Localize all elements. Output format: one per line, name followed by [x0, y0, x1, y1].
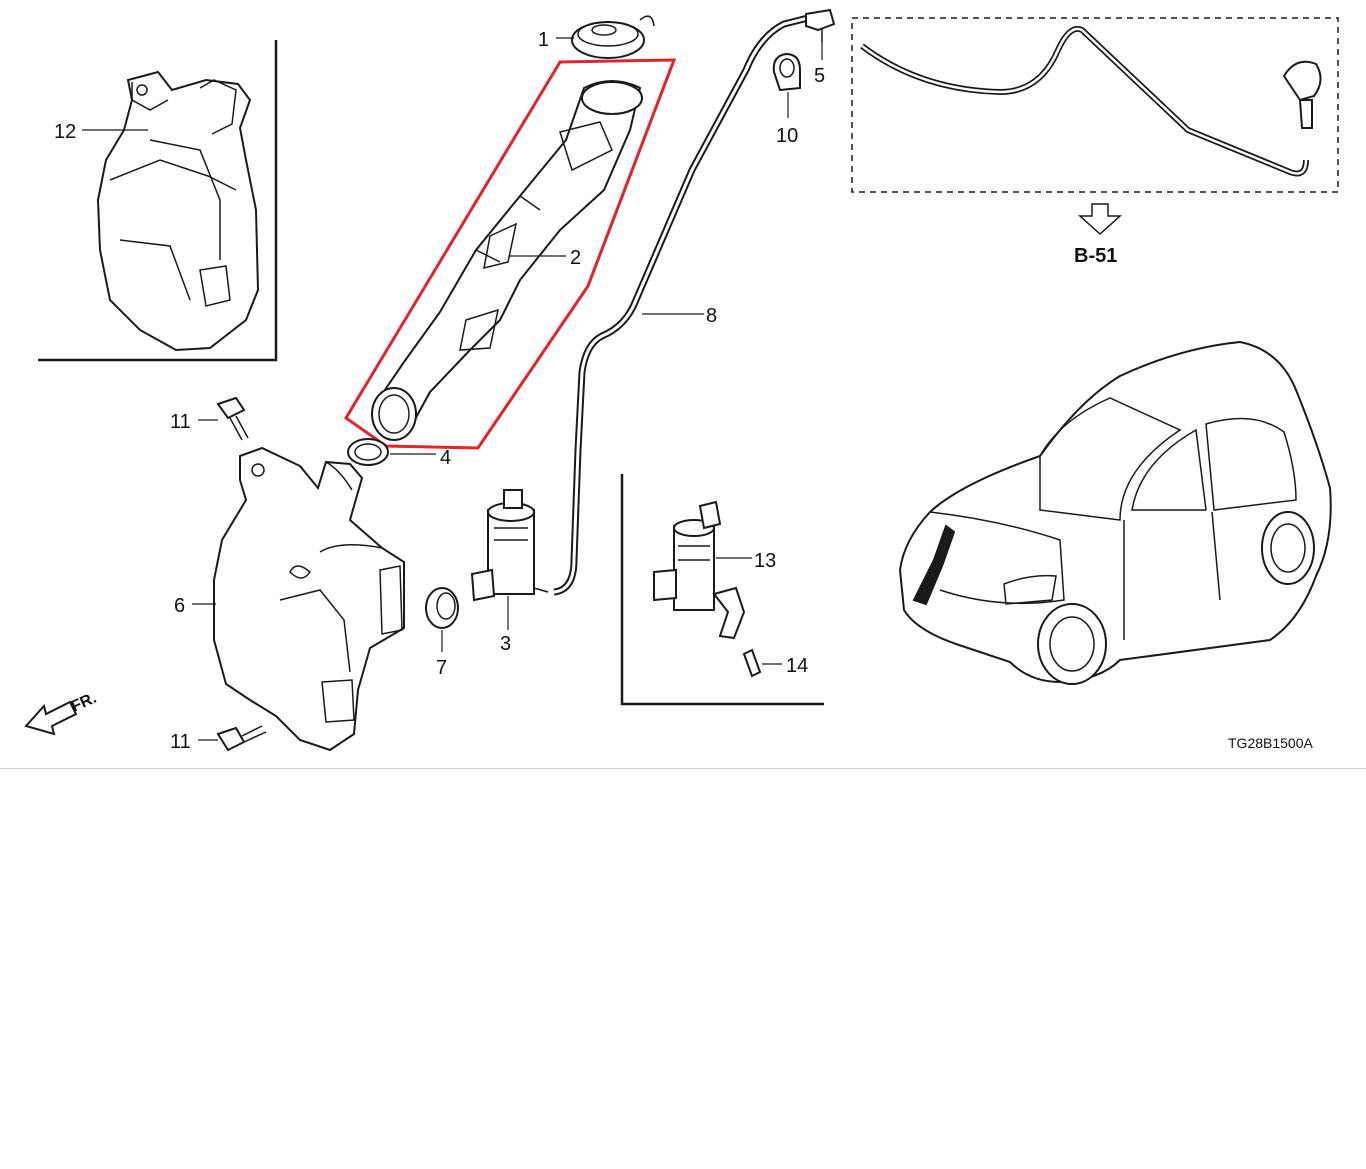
callout-6: 6: [174, 595, 185, 617]
filler-neck-group: 2: [343, 58, 677, 450]
callout-11-lower: 11: [170, 731, 191, 753]
filler-neck-highlight: [343, 58, 677, 450]
parts-diagram: 12 1 2 4 11 11: [0, 8, 1366, 769]
joint-group: 5: [805, 8, 836, 87]
o-ring-4: [347, 438, 389, 466]
washer-tube-group: 8: [553, 14, 809, 596]
washer-pump-3: [487, 509, 535, 595]
front-direction-label: FR.: [69, 690, 99, 716]
vehicle-rear-wheel: [1261, 511, 1315, 585]
inset-frame-left: [38, 40, 278, 362]
joint-5: [805, 8, 836, 32]
callout-8: 8: [706, 305, 717, 327]
reference-label: B-51: [1074, 245, 1117, 267]
bolt-lower-group: 11: [170, 725, 267, 753]
clamp-group: 10: [772, 52, 801, 147]
callout-14: 14: [786, 655, 808, 677]
callout-7: 7: [436, 657, 447, 679]
bolt-lower-11: [216, 726, 246, 752]
vehicle-locator: [898, 340, 1332, 685]
inset-frame-pump: [620, 474, 824, 706]
front-direction-group: FR.: [24, 690, 99, 736]
vehicle-reservoir-location: [912, 524, 956, 606]
callout-12: 12: [54, 121, 76, 143]
washer-pump-13: [673, 525, 715, 611]
callout-13: 13: [754, 550, 776, 572]
grommet-group: 7: [425, 587, 459, 679]
washer-reservoir-group: 6: [174, 446, 405, 752]
callout-5: 5: [814, 65, 825, 87]
callout-4: 4: [440, 447, 451, 469]
reservoir-variant-12: [96, 70, 260, 352]
filler-cap-group: 1: [538, 15, 655, 59]
callout-11-upper: 11: [170, 411, 191, 433]
o-ring-group: 4: [347, 438, 451, 469]
callout-1: 1: [538, 29, 549, 51]
callout-10: 10: [776, 125, 798, 147]
reference-arrow: [1078, 203, 1122, 236]
dashed-box-group: B-51: [851, 17, 1339, 267]
dashed-box: [851, 17, 1339, 193]
inset-pump-variant: 13 14: [620, 474, 824, 706]
bolt-upper-11: [216, 396, 246, 420]
filter-14: [742, 648, 762, 678]
vehicle-front-wheel: [1037, 603, 1107, 685]
bolt-upper-group: 11: [170, 396, 249, 441]
parts-diagram-svg: 12 1 2 4 11 11: [24, 8, 1339, 753]
front-arrow-icon: [24, 700, 78, 736]
washer-reservoir-6: [213, 446, 405, 752]
inset-reservoir-variant: 12: [38, 40, 278, 362]
callout-3: 3: [500, 633, 511, 655]
washer-pump-group: 3: [470, 489, 549, 655]
vehicle-body: [898, 340, 1332, 684]
washer-nozzle: [1282, 60, 1322, 102]
diagram-code: TG28B1500A: [1228, 735, 1313, 751]
callout-2: 2: [570, 247, 581, 269]
